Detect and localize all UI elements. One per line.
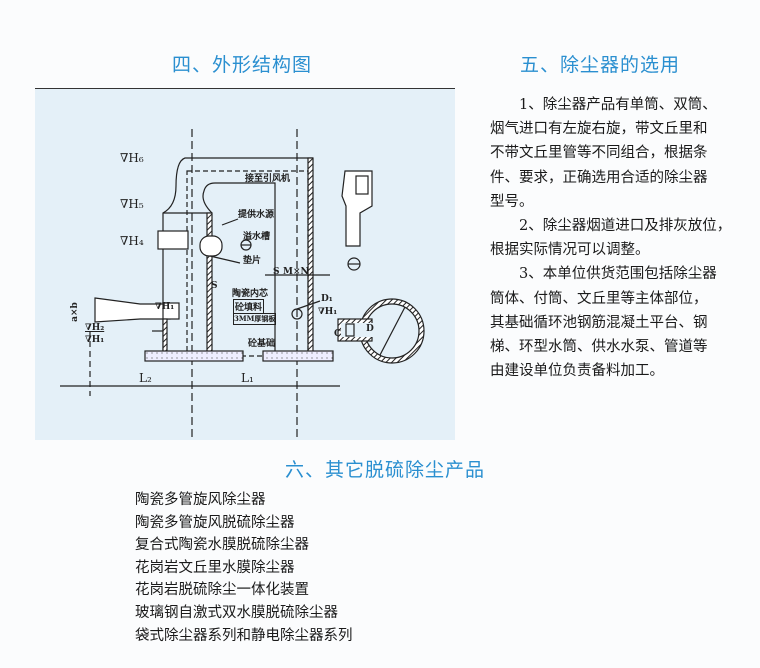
label-h1-inlet: ∇H₁ <box>155 302 175 312</box>
diagram-drawing <box>60 129 425 441</box>
label-d: D <box>366 324 374 334</box>
label-foundation: 砼基础 <box>248 339 276 349</box>
label-ceramic-core: 陶瓷内芯 <box>232 289 269 299</box>
selection-paragraph: 1、除尘器产品有单筒、双筒、 烟气进口有左旋右旋，带文丘里和 不带文丘里管等不同… <box>490 93 752 383</box>
foundation-left <box>144 350 244 362</box>
paragraph-line: 由建设单位负责备料加工。 <box>490 363 664 380</box>
label-concrete-fill: 砼填料 <box>233 299 265 314</box>
label-l1: L₁ <box>241 371 254 385</box>
label-steel-plate: 3MM厚钢板 <box>233 313 277 325</box>
list-item: 复合式陶瓷水膜脱硫除尘器 <box>135 537 309 554</box>
paragraph-line: 梯、环型水筒、供水水泵、管道等 <box>490 339 708 356</box>
other-products-list: 陶瓷多管旋风除尘器 陶瓷多管旋风脱硫除尘器 复合式陶瓷水膜脱硫除尘器 花岗岩文丘… <box>135 489 353 647</box>
foundation-right <box>262 350 334 362</box>
list-item: 花岗岩文丘里水膜除尘器 <box>135 559 295 576</box>
label-s: S <box>211 281 218 291</box>
label-h1: ∇H₁ <box>318 307 338 317</box>
label-overflow: 溢水槽 <box>243 232 271 242</box>
paragraph-line: 1、除尘器产品有单筒、双筒、 <box>490 97 717 113</box>
label-axb: a×b <box>69 302 80 322</box>
paragraph-line: 烟气进口有左旋右旋，带文丘里和 <box>490 121 708 138</box>
structure-diagram: ∇H₆ ∇H₅ ∇H₄ 接至引风机 提供水源 溢水槽 垫片 陶瓷内芯 砼填料 3… <box>35 88 455 441</box>
label-l2: L₂ <box>139 371 152 385</box>
label-mxn: M×N <box>283 267 309 277</box>
list-item: 陶瓷多管旋风除尘器 <box>135 492 266 508</box>
paragraph-line: 不带文丘里管等不同组合，根据条 <box>490 145 708 162</box>
list-item: 玻璃钢自激式双水膜脱硫除尘器 <box>135 604 338 621</box>
label-water-supply: 提供水源 <box>238 210 275 220</box>
paragraph-line: 根据实际情况可以调整。 <box>490 242 650 259</box>
paragraph-line: 3、本单位供货范围包括除尘器 <box>490 266 717 283</box>
paragraph-line: 型号。 <box>490 193 534 210</box>
label-h1b: ∇H₁ <box>85 335 105 345</box>
label-to-fan: 接至引风机 <box>245 174 291 184</box>
structure-title: 四、外形结构图 <box>172 54 313 76</box>
label-h2: ∇H₂ <box>85 323 105 333</box>
list-item: 花岗岩脱硫除尘一体化装置 <box>135 582 309 599</box>
label-h4: ∇H₄ <box>120 234 144 248</box>
paragraph-line: 2、除尘器烟道进口及排灰放位， <box>490 218 732 235</box>
list-item: 袋式除尘器系列和静电除尘器系列 <box>135 627 353 644</box>
label-c: C <box>334 329 342 339</box>
paragraph-line: 筒体、付筒、文丘里等主体部位， <box>490 290 708 307</box>
selection-title: 五、除尘器的选用 <box>520 54 681 76</box>
label-s2: S <box>273 267 280 277</box>
label-gasket: 垫片 <box>243 256 262 266</box>
paragraph-line: 件、要求，正确选用合适的除尘器 <box>490 169 708 186</box>
label-h6: ∇H₆ <box>120 151 144 165</box>
outer-wall <box>307 157 314 357</box>
label-h5: ∇H₅ <box>120 197 144 211</box>
list-item: 陶瓷多管旋风脱硫除尘器 <box>135 514 295 531</box>
paragraph-line: 其基础循环池钢筋混凝土平台、钢 <box>490 314 708 331</box>
label-d1: D₁ <box>321 294 333 304</box>
other-products-title: 六、其它脱硫除尘产品 <box>285 459 486 481</box>
